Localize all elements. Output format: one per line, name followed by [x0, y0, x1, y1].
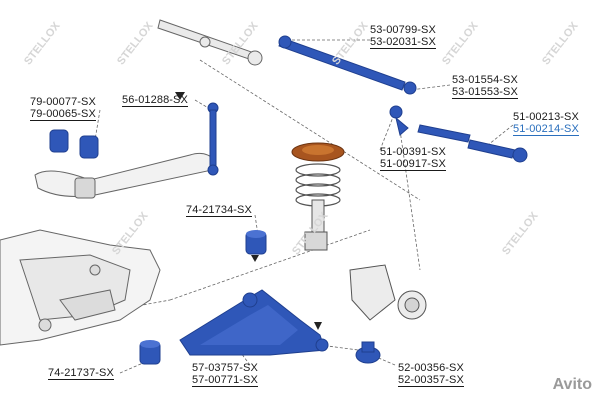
tie-rod-grey	[157, 19, 263, 66]
label-tierod-inner-2: 53-01553-SX	[452, 86, 518, 99]
label-tierod-outer-2: 53-02031-SX	[370, 36, 436, 49]
tie-rod-end-right	[467, 139, 528, 163]
arm-bushing-bottom	[139, 340, 161, 365]
inner-tie-rod	[389, 105, 471, 143]
label-tierod-end-left-1: 51-00391-SX	[380, 146, 446, 158]
steering-knuckle	[349, 264, 427, 321]
label-arm-bush-top: 74-21734-SX	[186, 204, 252, 217]
stabilizer-bar	[34, 152, 216, 199]
assembly-arrows	[175, 92, 322, 330]
label-tierod-inner-1: 53-01554-SX	[452, 74, 518, 86]
arm-bushing-top	[245, 230, 267, 255]
strut-spring	[291, 142, 345, 251]
stabilizer-link	[207, 102, 219, 176]
label-stab-link: 56-01288-SX	[122, 94, 188, 107]
label-stab-bush-1: 79-00077-SX	[30, 96, 96, 108]
label-ball-joint-2: 52-00357-SX	[398, 374, 464, 387]
control-arm	[179, 289, 329, 356]
label-stab-bush-2: 79-00065-SX	[30, 108, 96, 121]
label-ball-joint-1: 52-00356-SX	[398, 362, 464, 374]
ball-joint	[355, 341, 381, 364]
label-control-arm-2: 57-00771-SX	[192, 374, 258, 387]
label-tierod-outer-1: 53-00799-SX	[370, 24, 436, 36]
tie-rod-blue	[278, 35, 417, 95]
brand-watermark: Avito	[552, 376, 592, 393]
label-tierod-end-right-2: 51-00214-SX	[513, 123, 579, 136]
subframe	[0, 229, 161, 346]
label-arm-bush-bottom: 74-21737-SX	[48, 367, 114, 380]
label-tierod-end-right-1: 51-00213-SX	[513, 111, 579, 123]
label-control-arm-1: 57-03757-SX	[192, 362, 258, 374]
stabilizer-bushings	[49, 129, 99, 159]
leader-lines	[59, 39, 514, 374]
label-tierod-end-left-2: 51-00917-SX	[380, 158, 446, 171]
